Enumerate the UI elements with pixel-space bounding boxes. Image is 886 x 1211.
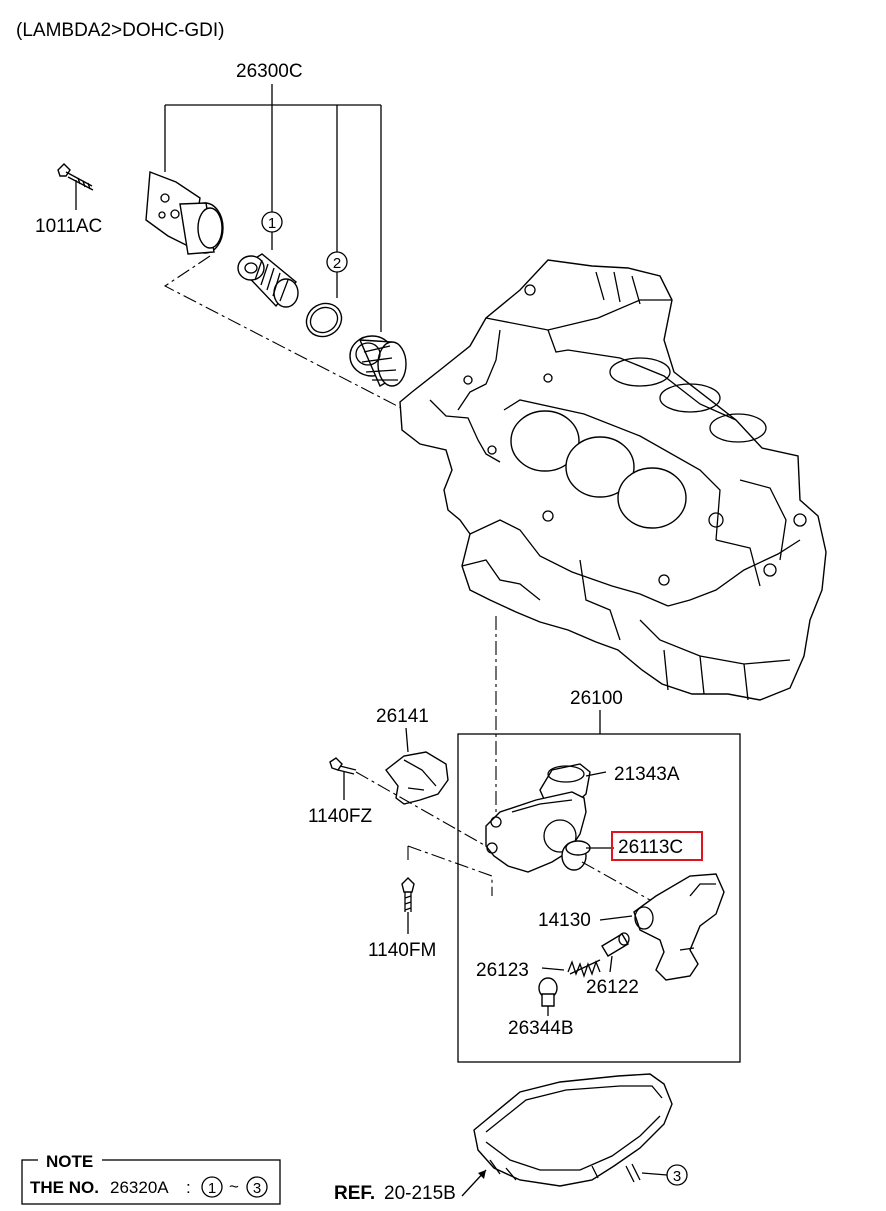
- oil-pump-group-box: [457, 733, 741, 1063]
- assembly-line-1140FM: [407, 845, 493, 896]
- label-26100[interactable]: 26100: [570, 688, 623, 709]
- relief-valve-plunger[interactable]: [601, 932, 630, 973]
- engine-title: (LAMBDA2>DOHC-GDI): [16, 20, 225, 41]
- label-26300C[interactable]: 26300C: [236, 61, 303, 82]
- note-callout-to-circle: [246, 1176, 268, 1198]
- label-1140FZ[interactable]: 1140FZ: [308, 806, 372, 827]
- assembly-line-bush: [581, 861, 651, 901]
- bolt-1140FM[interactable]: [401, 877, 415, 934]
- bore-1: [510, 410, 580, 472]
- label-26123[interactable]: 26123: [476, 960, 529, 981]
- bore-3: [617, 467, 687, 529]
- oil-pump-assembly: 26100 21343A 26113C: [457, 688, 741, 1063]
- highlight-box-26113C: [611, 831, 703, 861]
- o-ring[interactable]: [300, 297, 347, 343]
- label-1140FM[interactable]: 1140FM: [368, 940, 436, 961]
- note-part-number[interactable]: 26320A: [110, 1178, 169, 1197]
- label-ref[interactable]: REF.: [334, 1183, 375, 1204]
- label-26344B[interactable]: 26344B: [508, 1018, 574, 1039]
- oil-filter-cap[interactable]: [349, 335, 407, 388]
- callout-3[interactable]: 3: [673, 1168, 681, 1185]
- label-1011AC[interactable]: 1011AC: [35, 216, 102, 237]
- label-14130[interactable]: 14130: [538, 910, 591, 931]
- assembly-line-filter: [163, 255, 406, 411]
- oil-pump-cover-group: 26141 1140FZ: [308, 706, 487, 847]
- note-title: NOTE: [46, 1152, 93, 1171]
- ref-arrowhead: [478, 1170, 486, 1179]
- label-26113C[interactable]: 26113C: [618, 837, 683, 858]
- note-line-prefix: THE NO.: [30, 1178, 99, 1197]
- oil-pump-bush[interactable]: [561, 840, 614, 871]
- oil-pan[interactable]: [473, 1073, 673, 1187]
- note-callout-to: 3: [253, 1180, 261, 1197]
- oil-filter-assembly: 26300C 1 2 1011AC: [35, 61, 407, 411]
- relief-valve-housing[interactable]: [633, 873, 725, 981]
- note-callout-from-circle: [201, 1176, 223, 1198]
- note-tilde: ~: [229, 1177, 239, 1196]
- label-21343A[interactable]: 21343A: [614, 764, 680, 785]
- bore-2: [565, 436, 635, 498]
- callout-2[interactable]: 2: [333, 255, 341, 272]
- note-box: NOTE THE NO. 26320A : 1 ~ 3: [21, 1150, 281, 1205]
- callout-1[interactable]: 1: [268, 215, 276, 232]
- bolt-1011AC[interactable]: [57, 163, 94, 210]
- note-colon: :: [186, 1178, 191, 1197]
- oil-pump-cover[interactable]: [385, 751, 449, 805]
- note-callout-from: 1: [208, 1180, 216, 1197]
- label-26141[interactable]: 26141: [376, 706, 429, 727]
- bolt-1140FZ[interactable]: [329, 757, 357, 800]
- oil-filter-housing[interactable]: [145, 171, 224, 255]
- oil-filter-element[interactable]: [237, 253, 299, 308]
- cylinder-block[interactable]: [399, 259, 827, 701]
- bolt-1140FM-group: 1140FM: [368, 845, 493, 961]
- label-ref-number[interactable]: 20-215B: [384, 1183, 456, 1204]
- relief-valve-plug[interactable]: [538, 977, 558, 1016]
- label-26122[interactable]: 26122: [586, 977, 639, 998]
- relief-valve-spring[interactable]: [541, 959, 601, 979]
